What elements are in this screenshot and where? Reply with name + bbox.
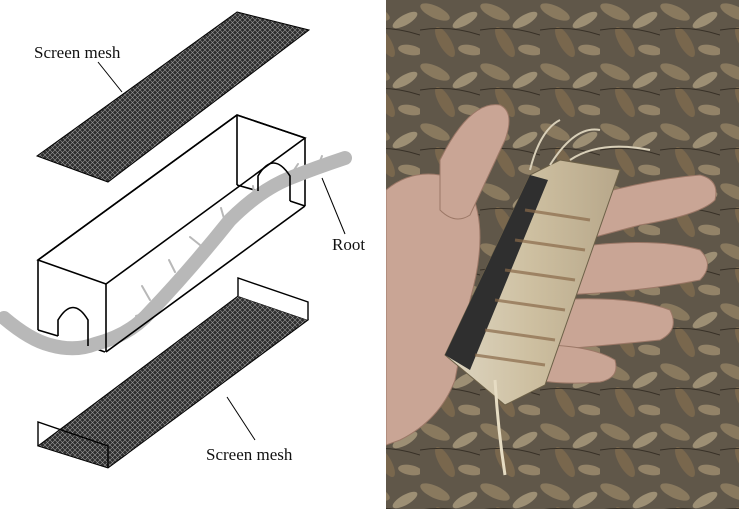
label-screen-mesh-top: Screen mesh xyxy=(34,43,121,62)
screen-mesh-top xyxy=(35,11,311,183)
photo xyxy=(386,0,739,509)
exploded-diagram: Screen mesh Root xyxy=(0,11,365,469)
hand xyxy=(386,104,717,446)
leader-screen-mesh-top xyxy=(97,61,123,93)
label-root: Root xyxy=(332,235,365,254)
screen-mesh-bottom xyxy=(36,277,310,469)
leader-screen-mesh-bottom xyxy=(226,396,256,441)
mesh-root-box-photo xyxy=(444,119,651,476)
leader-root xyxy=(321,177,346,235)
label-screen-mesh-bottom: Screen mesh xyxy=(206,445,293,464)
root-box-front xyxy=(36,114,307,353)
